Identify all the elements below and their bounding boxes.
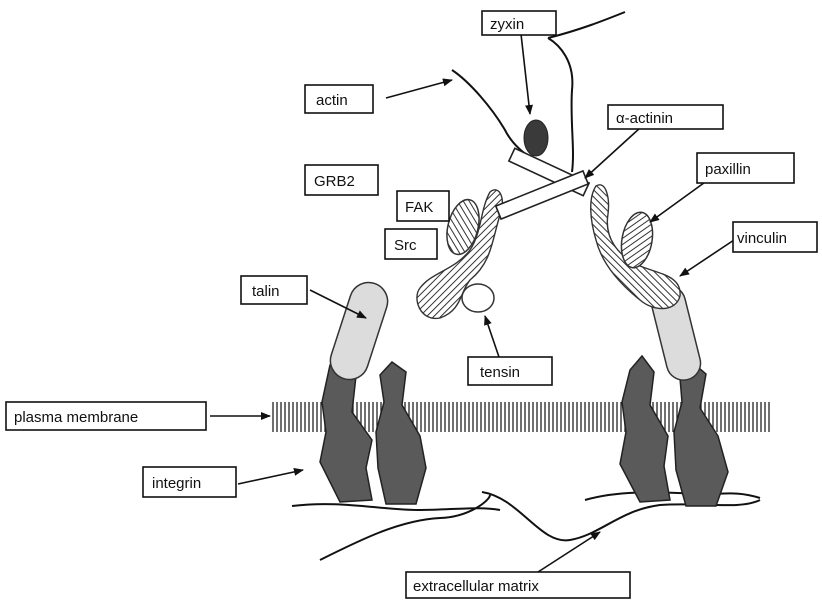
- arrow-paxillin: [650, 180, 708, 222]
- integrin-left-b: [376, 362, 426, 504]
- arrow-vinculin: [680, 240, 734, 276]
- grb2-label: GRB2: [314, 173, 355, 190]
- tensin-protein: [462, 284, 494, 312]
- arrow-alpha-actinin: [585, 128, 640, 178]
- alpha-actinin-label: α-actinin: [616, 110, 673, 127]
- tensin-label: tensin: [480, 364, 520, 381]
- integrin-right-a: [620, 356, 670, 502]
- plasma-membrane-label: plasma membrane: [14, 409, 138, 426]
- src-label: Src: [394, 237, 417, 254]
- actin-label: actin: [316, 92, 348, 109]
- arrow-actin: [386, 80, 452, 98]
- talin-left: [325, 278, 392, 385]
- integrin-right-b: [674, 362, 728, 506]
- ecm-fiber-left: [292, 504, 500, 510]
- actin-filament-right: [548, 38, 573, 172]
- extracellular-matrix-label: extracellular matrix: [413, 578, 539, 595]
- paxillin-label: paxillin: [705, 161, 751, 178]
- arrow-integrin: [238, 470, 303, 484]
- arrow-tensin: [485, 316, 500, 360]
- actin-filament-right-top: [548, 12, 625, 38]
- talin-label: talin: [252, 283, 280, 300]
- arrow-extracellular-matrix: [538, 532, 600, 572]
- zyxin-label: zyxin: [490, 16, 524, 33]
- alpha-actinin-bar-lower: [496, 171, 588, 219]
- fak-label: FAK: [405, 199, 433, 216]
- zyxin-protein: [524, 120, 548, 156]
- integrin-label: integrin: [152, 475, 201, 492]
- vinculin-label: vinculin: [737, 230, 787, 247]
- arrow-zyxin: [521, 34, 530, 114]
- ecm-fiber-right-lower: [585, 492, 760, 500]
